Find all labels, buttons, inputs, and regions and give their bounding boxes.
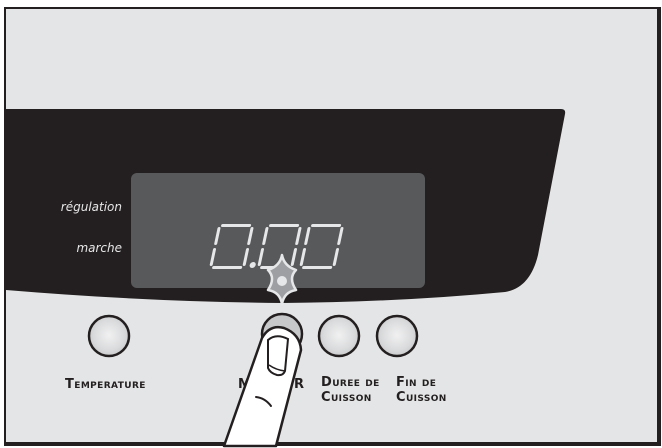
marche-indicator-label: marche <box>76 241 122 255</box>
fin-de-cuisson-label-line1: Fin de <box>396 375 437 390</box>
duree-de-cuisson-label-line1: Duree de <box>321 375 380 390</box>
fin-de-cuisson-button[interactable] <box>375 314 419 358</box>
regulation-indicator-label: régulation <box>60 200 122 214</box>
temperature-button[interactable] <box>87 314 131 358</box>
fin-de-cuisson-label-line2: Cuisson <box>396 390 447 405</box>
lcd-digits <box>209 224 344 269</box>
duree-de-cuisson-button[interactable] <box>317 314 361 358</box>
temperature-label: Temperature <box>65 377 146 392</box>
duree-de-cuisson-label-line2: Cuisson <box>321 390 372 405</box>
lcd-window <box>131 173 425 288</box>
minuteur-label-visible-end: R <box>294 377 305 392</box>
blinking-indicator-icon <box>266 253 298 306</box>
